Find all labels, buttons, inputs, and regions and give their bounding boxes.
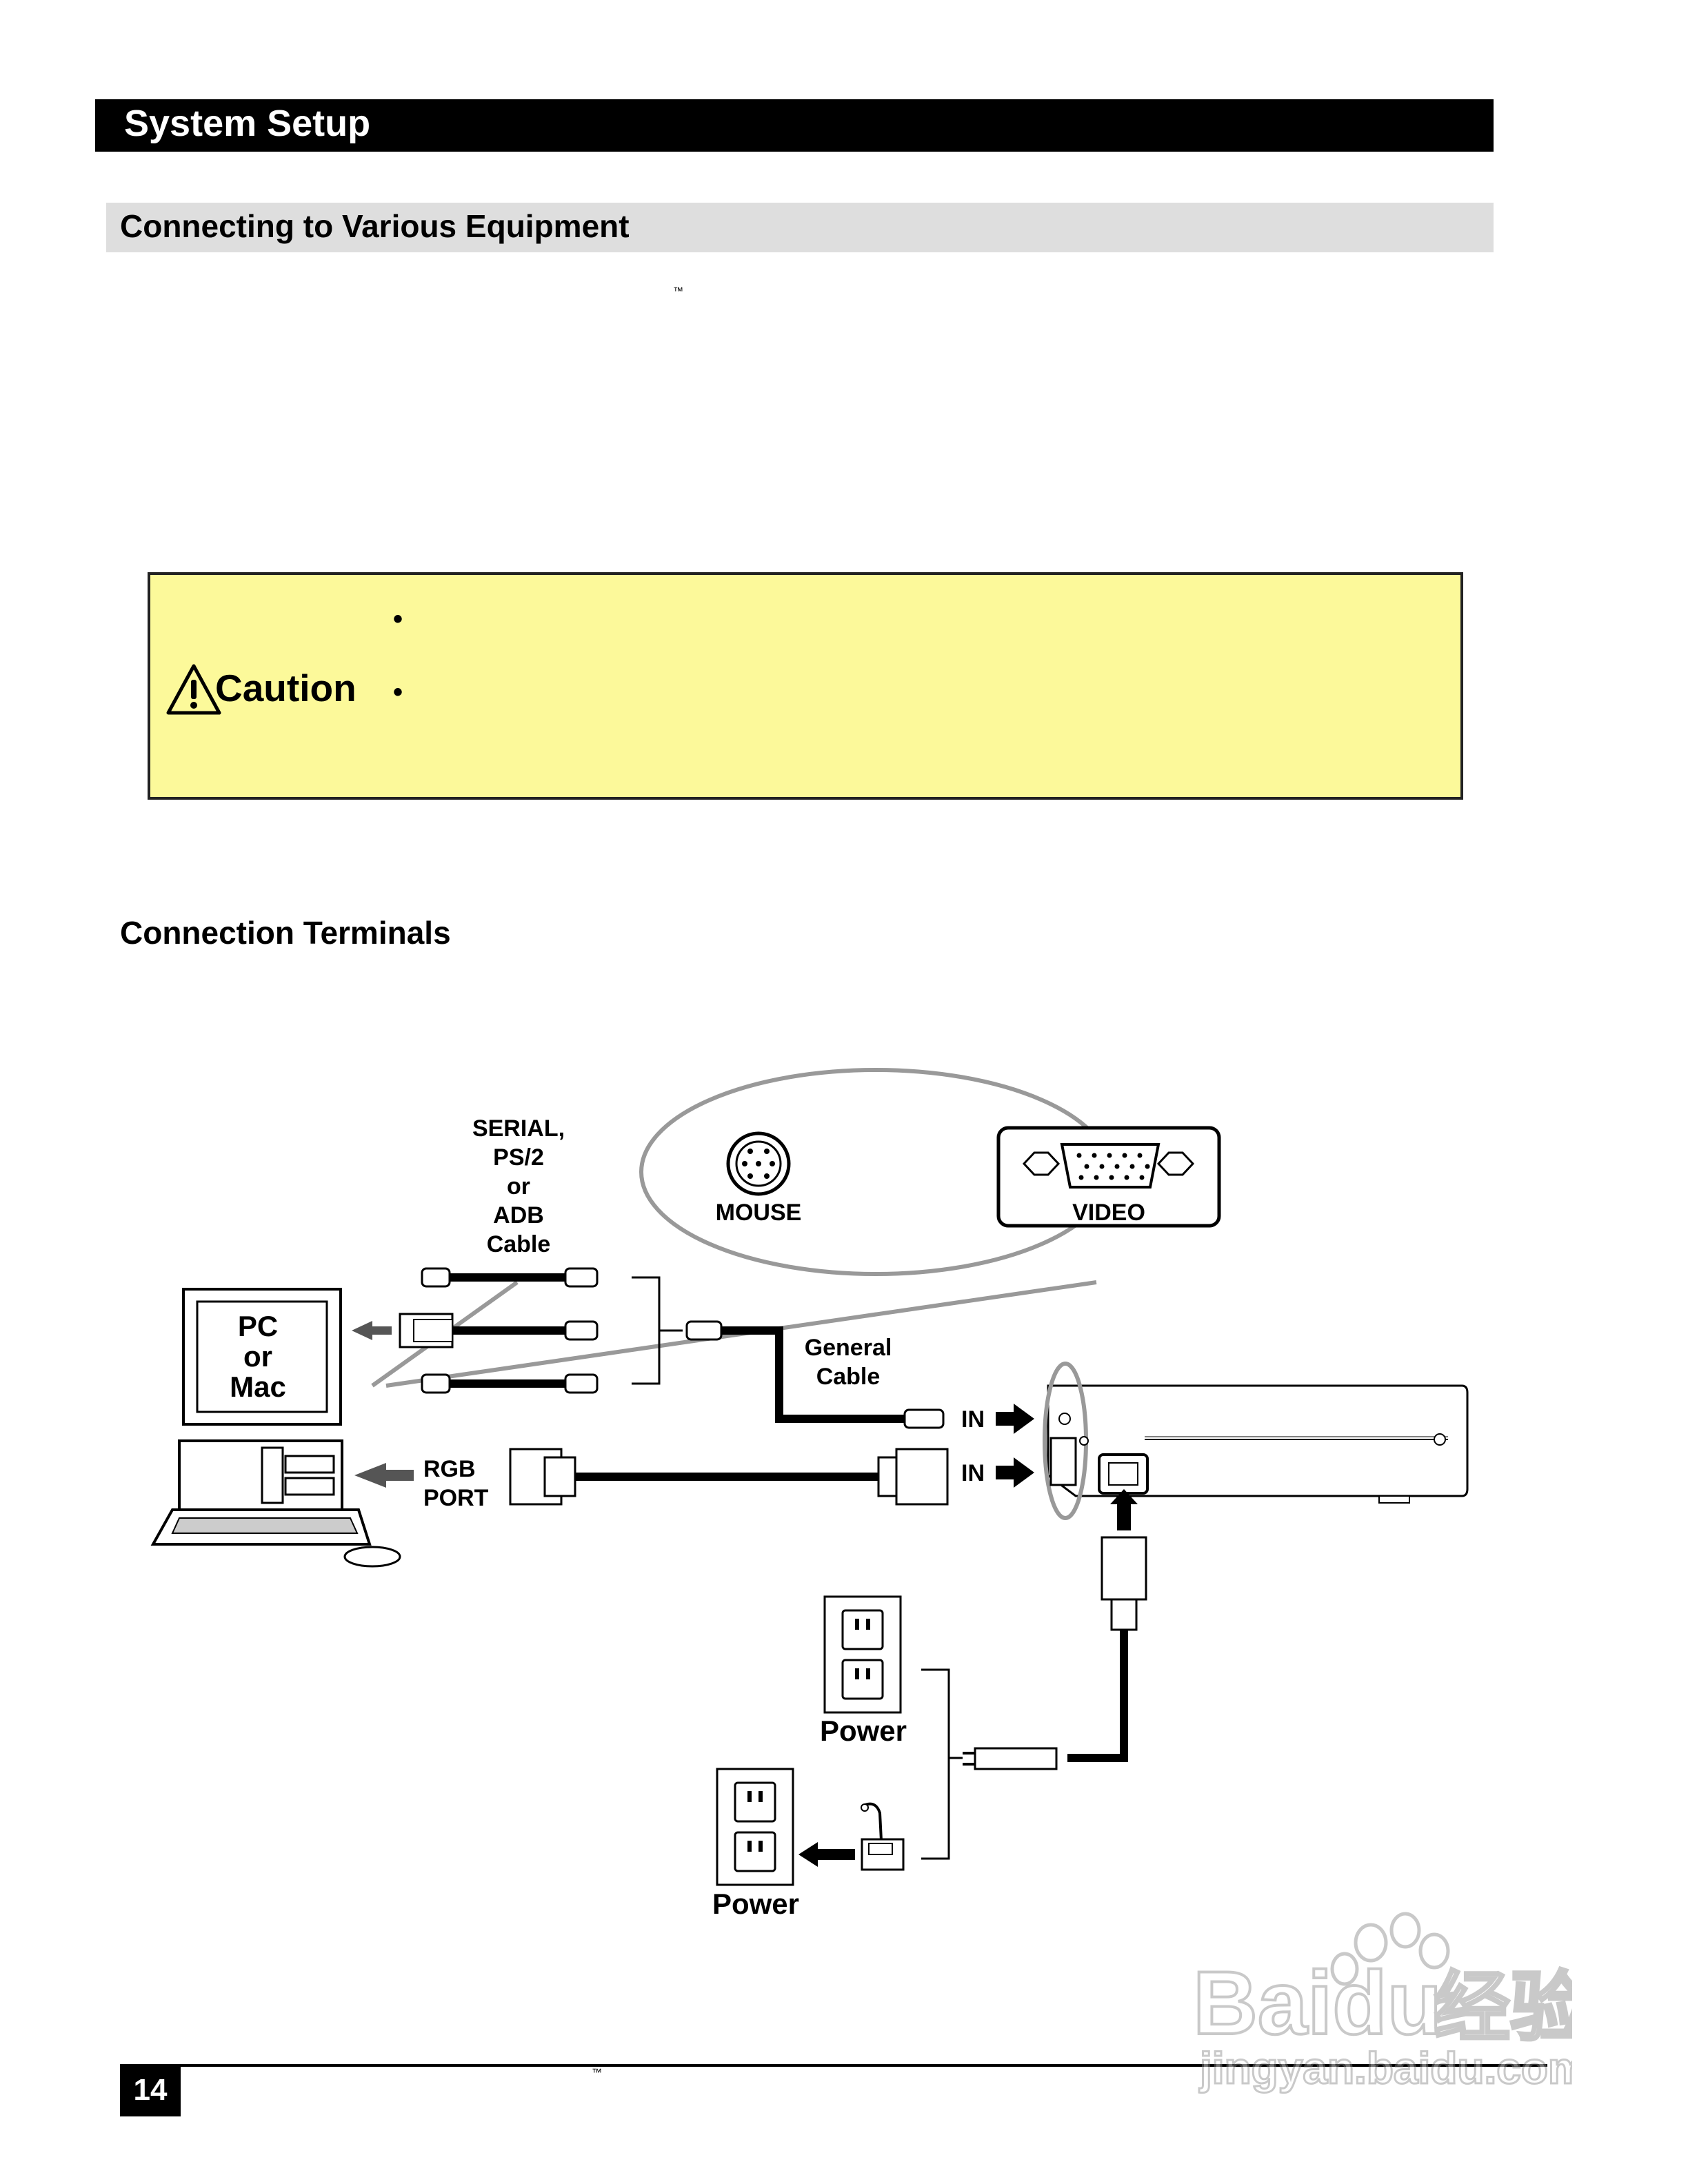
- projector-illustration: [1043, 1362, 1469, 1520]
- connection-diagram: MOUSE VIDEO SERIAL, PS/2 or ADB Cable PC…: [150, 1068, 1469, 1920]
- in-label-video: IN: [961, 1460, 985, 1486]
- adapter-plug-icon: [798, 1802, 905, 1871]
- computer-illustration: [150, 1288, 401, 1568]
- trademark-mark: ™: [673, 285, 683, 297]
- left-arrow-icon: [352, 1321, 392, 1340]
- serial-cable-label-line-3: or: [507, 1173, 530, 1200]
- page-header-title: System Setup: [124, 103, 371, 144]
- watermark-chinese: 经验: [1434, 1965, 1572, 2050]
- computer-label-line-2: or: [243, 1340, 272, 1373]
- caution-bullet-1: •: [393, 604, 403, 634]
- wall-outlet-icon: [823, 1595, 902, 1714]
- power-label-bottom: Power: [712, 1888, 799, 1920]
- right-arrow-icon: [996, 1404, 1034, 1434]
- outlet-bracket: [921, 1668, 950, 1860]
- serial-cable-label-line-5: Cable: [487, 1231, 551, 1257]
- rgb-cable: [509, 1448, 949, 1506]
- general-cable-label-line-1: General: [805, 1335, 892, 1361]
- mouse-port-label: MOUSE: [716, 1200, 802, 1226]
- general-cable-label-line-2: Cable: [816, 1364, 881, 1390]
- footer-rule: [120, 2064, 1547, 2067]
- computer-label-line-3: Mac: [230, 1371, 286, 1403]
- section-heading-bar: Connecting to Various Equipment: [106, 203, 1494, 252]
- left-arrow-icon: [354, 1463, 414, 1488]
- watermark-url: jingyan.baidu.com: [1199, 2043, 1572, 2093]
- right-arrow-icon: [996, 1457, 1034, 1488]
- serial-cable-label-line-1: SERIAL,: [472, 1115, 565, 1142]
- page-number: 14: [120, 2064, 181, 2116]
- baidu-watermark: Baidu 经验 jingyan.baidu.com: [1192, 1912, 1572, 2094]
- warning-triangle-icon: [166, 664, 221, 715]
- computer-label-line-1: PC: [238, 1310, 278, 1342]
- footer-trademark-mark: ™: [592, 2067, 602, 2079]
- power-label-top: Power: [820, 1715, 907, 1747]
- serial-cable-label-line-2: PS/2: [493, 1144, 544, 1171]
- rgb-port-label-line-2: PORT: [423, 1485, 489, 1511]
- caution-bullet-2: •: [393, 677, 403, 707]
- in-label-mouse: IN: [961, 1406, 985, 1433]
- caution-box: Caution • •: [148, 572, 1463, 800]
- left-arrow-icon: [798, 1842, 855, 1867]
- serial-cables: [399, 1267, 945, 1429]
- section-heading-title: Connecting to Various Equipment: [120, 208, 630, 244]
- video-port-label: VIDEO: [1072, 1200, 1145, 1226]
- watermark-brand: Baidu: [1193, 1952, 1442, 2053]
- wall-outlet-icon: [716, 1768, 794, 1886]
- connection-terminals-heading: Connection Terminals: [120, 915, 451, 951]
- caution-label: Caution: [215, 667, 356, 709]
- rgb-port-label-line-1: RGB: [423, 1456, 476, 1482]
- mouse-port-icon: [726, 1131, 791, 1196]
- power-cord: [963, 1489, 1147, 1770]
- video-port-icon: [996, 1126, 1221, 1228]
- page-header-bar: System Setup: [95, 99, 1494, 152]
- serial-cable-label-line-4: ADB: [493, 1202, 544, 1228]
